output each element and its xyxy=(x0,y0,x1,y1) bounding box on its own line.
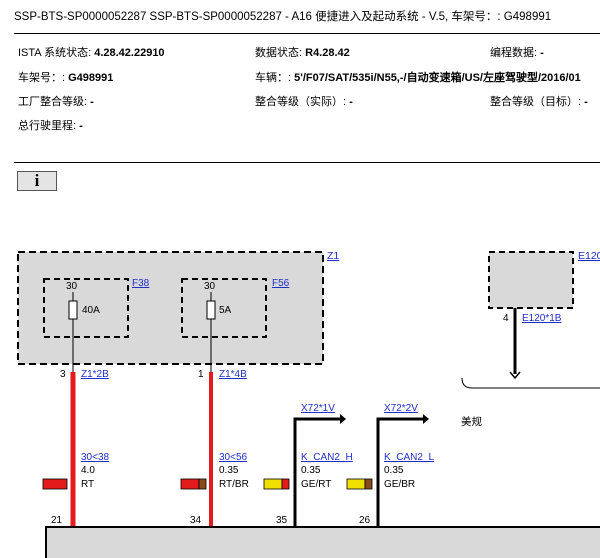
fuse-f56-rating: 5A xyxy=(219,305,232,316)
wire-code[interactable]: K_CAN2_L xyxy=(384,452,434,463)
wire-color: RT xyxy=(81,479,94,490)
fuse-f38-label[interactable]: F38 xyxy=(132,278,150,289)
conn-x72-1v[interactable]: X72*1V xyxy=(301,403,335,414)
ista-status: ISTA 系统状态: 4.28.42.22910 xyxy=(18,47,165,59)
e120-module xyxy=(488,251,574,309)
title-divider xyxy=(14,33,600,34)
color-swatch-rt xyxy=(42,478,68,490)
color-swatch-ge xyxy=(263,478,283,490)
group-bracket xyxy=(461,377,600,389)
wire-code[interactable]: K_CAN2_H xyxy=(301,452,353,463)
e120-label[interactable]: E120 xyxy=(578,250,600,262)
color-swatch-br xyxy=(364,478,373,490)
fuse-f56-box xyxy=(181,278,267,338)
fuse-f56-label[interactable]: F56 xyxy=(272,278,290,289)
fuse-f56-pin: 30 xyxy=(204,281,216,292)
conn-x72-2v[interactable]: X72*2V xyxy=(384,403,418,414)
wire-size: 4.0 xyxy=(81,465,95,476)
fuse-f38-pin: 30 xyxy=(66,281,78,292)
target-level: 整合等级（目标）: - xyxy=(490,96,588,108)
fuse-f56-symbol xyxy=(206,300,216,320)
wire-30-56 xyxy=(209,372,213,526)
vin: 车架号：: G498991 xyxy=(18,72,114,84)
wire-color: GE/RT xyxy=(301,479,331,490)
fuse-f38-symbol xyxy=(68,300,78,320)
z1-label[interactable]: Z1 xyxy=(327,250,339,262)
wire-size: 0.35 xyxy=(384,465,404,476)
actual-level: 整合等级（实际）: - xyxy=(255,96,353,108)
info-icon[interactable]: i xyxy=(17,171,57,191)
conn-z1-2b[interactable]: Z1*2B xyxy=(81,369,109,380)
wire-code[interactable]: 30<56 xyxy=(219,452,248,463)
fuse-f38-box xyxy=(43,278,129,338)
vehicle: 车辆：: 5'/F07/SAT/535i/N55,-/自动变速箱/US/左座驾驶… xyxy=(255,72,581,84)
meta-divider xyxy=(14,162,600,163)
region-label: 美规 xyxy=(461,415,482,428)
programming-data: 编程数据: - xyxy=(490,47,544,59)
wire-size: 0.35 xyxy=(219,465,239,476)
mileage: 总行驶里程: - xyxy=(18,120,83,132)
pin-number: 21 xyxy=(51,515,63,526)
color-swatch-br xyxy=(198,478,207,490)
conn-z1-2b-pin: 3 xyxy=(60,369,66,380)
color-swatch-rt xyxy=(281,478,290,490)
e120-pin: 4 xyxy=(503,313,509,324)
color-swatch-ge xyxy=(346,478,366,490)
wire-color: RT/BR xyxy=(219,479,249,490)
wire-size: 0.35 xyxy=(301,465,321,476)
data-status: 数据状态: R4.28.42 xyxy=(255,47,350,59)
wire-30-38 xyxy=(70,372,76,526)
color-swatch-rt xyxy=(180,478,200,490)
fuse-f38-rating: 40A xyxy=(82,305,100,316)
e120-connector[interactable]: E120*1B xyxy=(522,313,562,324)
document-title: SSP-BTS-SP0000052287 SSP-BTS-SP000005228… xyxy=(14,11,552,23)
conn-z1-4b[interactable]: Z1*4B xyxy=(219,369,247,380)
wire-code[interactable]: 30<38 xyxy=(81,452,110,463)
z1-module xyxy=(17,251,324,365)
factory-level: 工厂整合等级: - xyxy=(18,96,94,108)
pin-number: 26 xyxy=(359,515,371,526)
pin-number: 34 xyxy=(190,515,202,526)
pin-number: 35 xyxy=(276,515,288,526)
wire-color: GE/BR xyxy=(384,479,415,490)
conn-z1-4b-pin: 1 xyxy=(198,369,204,380)
